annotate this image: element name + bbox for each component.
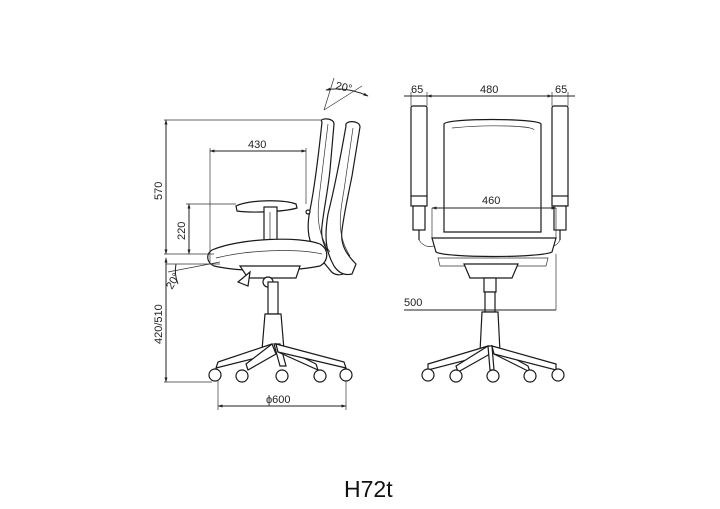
caster-wheel — [421, 368, 435, 382]
front-armrests — [410, 105, 569, 247]
dim-back-width: 480 — [480, 84, 498, 96]
caster-wheel — [235, 369, 249, 383]
dim-arm-height: 220 — [176, 222, 188, 240]
side-base — [215, 342, 347, 372]
front-dimensions — [404, 92, 575, 311]
caster-wheel — [523, 369, 537, 383]
dim-front-height: 500 — [404, 297, 422, 309]
front-backrest — [443, 118, 542, 233]
side-view: 20° 430 570 220 20° 420/510 ϕ600 — [153, 77, 369, 410]
side-backrest — [305, 118, 361, 276]
side-dimensions — [164, 77, 369, 410]
side-column — [261, 281, 285, 351]
caster-wheel — [486, 369, 500, 383]
caster-wheel — [208, 368, 222, 382]
front-base — [427, 344, 557, 374]
front-casters — [421, 368, 565, 383]
caster-wheel — [313, 369, 327, 383]
side-seat — [207, 238, 328, 288]
dim-side-seat-width: 430 — [248, 139, 266, 151]
side-armrest — [235, 200, 298, 246]
dim-seat-height: 420/510 — [153, 304, 165, 344]
dim-seat-tilt: 20° — [164, 271, 183, 291]
dim-back-angle: 20° — [334, 80, 353, 95]
dim-front-seat-width: 460 — [482, 195, 500, 207]
side-casters — [208, 368, 353, 383]
caster-wheel — [449, 369, 463, 383]
caster-wheel — [339, 368, 353, 382]
dim-arm-left: 65 — [411, 84, 423, 96]
front-view: 65 480 65 460 500 — [404, 84, 575, 383]
model-title: H72t — [344, 476, 393, 502]
front-seat — [431, 237, 557, 258]
dim-base-diameter: ϕ600 — [266, 394, 291, 406]
dim-total-height: 570 — [153, 182, 165, 200]
caster-wheel — [275, 369, 289, 383]
dim-arm-right: 65 — [555, 84, 567, 96]
caster-wheel — [551, 368, 565, 382]
